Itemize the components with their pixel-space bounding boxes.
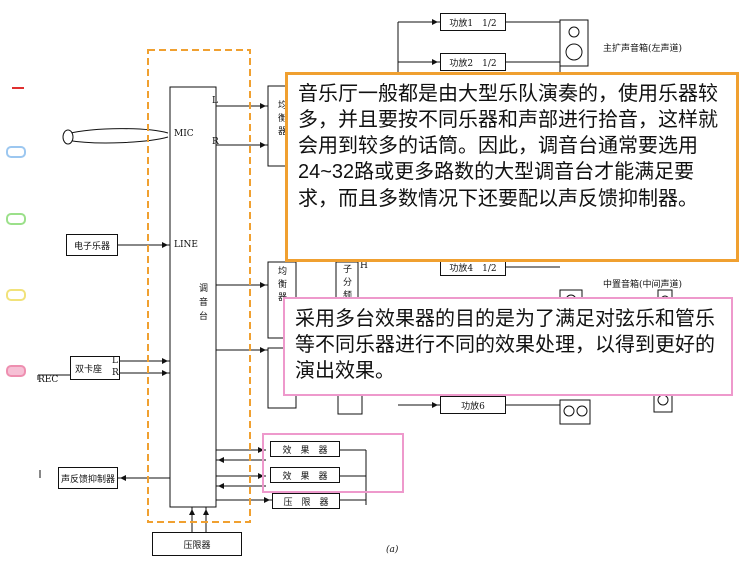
mic-port-label: MIC xyxy=(174,129,194,139)
electronic-instrument-box: 电子乐器 xyxy=(66,234,118,256)
cassette-l-label: L xyxy=(112,356,118,366)
orange-callout-text-1: 音乐厅一般都是由大型乐队演奏的，使用乐器较多，并且要按不同乐器和声部进行拾音，这… xyxy=(298,81,718,157)
amp2-label: 功放2 1/2 xyxy=(449,58,497,69)
pink-callout: 采用多台效果器的目的是为了满足对弦乐和管乐等不同乐器进行不同的效果处理，以得到更… xyxy=(283,297,733,396)
feedback-suppressor-box: 声反馈抑制器 xyxy=(58,467,118,489)
amp6-label: 功放6 xyxy=(461,401,485,412)
equalizer-mid-label: 均 衡 器 xyxy=(278,267,288,303)
line-port-label: LINE xyxy=(174,240,198,250)
effects-unit-2-label: 效 果 器 xyxy=(282,471,328,482)
blue-tab xyxy=(6,146,26,158)
orange-callout: 音乐厅一般都是由大型乐队演奏的，使用乐器较多，并且要按不同乐器和声部进行拾音，这… xyxy=(285,72,739,262)
effects-unit-2: 效 果 器 xyxy=(270,467,340,483)
h-mark-label: H xyxy=(360,261,368,271)
orange-callout-text-2: 路或更多路数的大型调音台才能满足要求，而且多数情况下还要配以声反馈抑制器。 xyxy=(298,159,698,210)
effects-unit-1: 效 果 器 xyxy=(270,441,340,457)
yellow-tab xyxy=(6,289,26,301)
bottom-limiter-box: 压限器 xyxy=(152,532,242,556)
cassette-deck-box: 双卡座 xyxy=(70,356,120,380)
center-speaker-label: 中置音箱(中间声道) xyxy=(603,280,683,290)
amp1-box: 功放1 1/2 xyxy=(440,13,506,31)
amp6-box: 功放6 xyxy=(440,396,506,414)
right-limiter-box: 压 限 器 xyxy=(272,493,340,509)
pink-callout-text: 采用多台效果器的目的是为了满足对弦乐和管乐等不同乐器进行不同的效果处理，以得到更… xyxy=(295,306,715,382)
feedback-suppressor-label: 声反馈抑制器 xyxy=(60,474,115,485)
figure-caption: (a) xyxy=(386,545,399,555)
bottom-limiter-label: 压限器 xyxy=(183,540,211,551)
main-speaker-left-label: 主扩声音箱(左声道) xyxy=(603,44,683,54)
amp4-label: 功放4 1/2 xyxy=(449,263,497,274)
electronic-instrument-label: 电子乐器 xyxy=(73,241,110,252)
red-mark xyxy=(12,87,24,89)
output-l-label: L xyxy=(212,96,218,106)
crossover-label: 子 分 频 xyxy=(343,265,353,301)
output-r-label: R xyxy=(212,137,219,147)
pink-tab xyxy=(6,365,26,377)
cassette-deck-label: 双卡座 xyxy=(75,364,103,375)
green-tab xyxy=(6,213,26,225)
rec-label: REC xyxy=(38,375,59,385)
mixer-label: 调 音 台 xyxy=(199,284,209,322)
equalizer-top-label: 均 衡 器 xyxy=(278,101,288,137)
orange-callout-highlight: 24~32 xyxy=(298,161,355,183)
right-limiter-label: 压 限 器 xyxy=(283,497,329,508)
cassette-r-label: R xyxy=(112,368,119,378)
effects-unit-1-label: 效 果 器 xyxy=(282,445,328,456)
amp2-box: 功放2 1/2 xyxy=(440,53,506,71)
amp1-label: 功放1 1/2 xyxy=(449,18,497,29)
